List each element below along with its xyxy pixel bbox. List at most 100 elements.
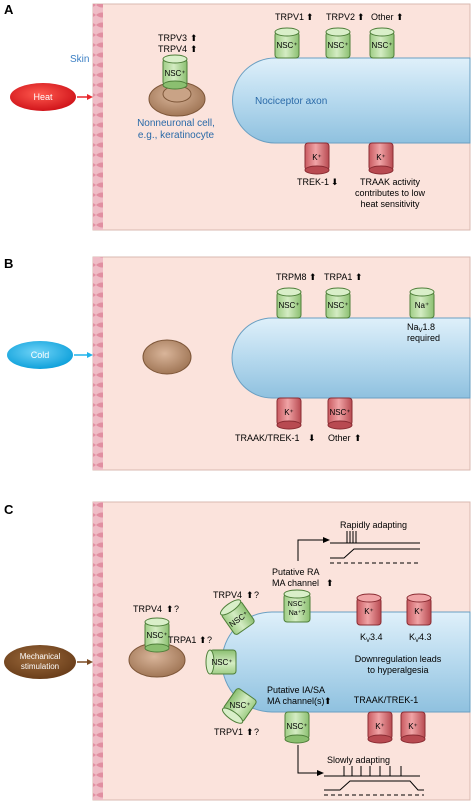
ra-label-2: MA channel [272,578,319,588]
channel-label: K⁺ [312,153,322,162]
trek1-k-channel: K⁺ [304,142,330,175]
other-cold-nsc-channel: NSC⁺ [327,397,353,430]
ia-sa-ma-channel: NSC⁺ [284,711,310,744]
traak-note-1: TRAAK activity [360,177,421,187]
question-mark: ? [254,590,259,600]
cold-arrowhead [87,352,93,358]
mechanical-label-1: Mechanical [20,652,61,661]
heat-arrowhead [87,94,93,100]
mechanical-arrowhead [87,659,93,665]
channel-label: NSC⁺ [146,631,167,640]
axon-trpv1-label: TRPV1 [214,727,243,737]
panel-a: A Skin Heat Nociceptor axon Nonneuronal … [4,2,471,231]
channel-label: K⁺ [284,408,294,417]
skin-layer [93,257,103,470]
skin-layer [93,502,103,800]
kv34-channel: K⁺ [356,593,382,626]
channel-label: NSC⁺ [288,601,307,608]
traak-note-3: heat sensitivity [360,199,420,209]
heat-label: Heat [33,92,53,102]
up-arrow-icon: ⬆ [246,590,254,600]
slow-label: Slowly adapting [327,755,390,765]
trpv3-label: TRPV3 [158,33,187,43]
up-arrow-icon: ⬆ [326,578,334,588]
panel-b: B Cold NSC⁺ TRPM8 ⬆ NSC⁺ TRPA1 ⬆ Na⁺ NaV… [4,256,471,471]
trpv4-label: TRPV4 [158,44,187,54]
nonneuronal-label-1: Nonneuronal cell, [137,118,215,129]
traak-note-2: contributes to low [355,188,426,198]
channel-label: NSC⁺ [327,41,348,50]
trpa1-channel: NSC⁺ [325,287,351,319]
ia-label-2: MA channel(s) [267,696,325,706]
channel-label: Na⁺ [415,301,429,310]
up-arrow-icon: ⬆ [190,44,198,54]
downregulation-label-1: Downregulation leads [355,654,442,664]
panel-a-letter: A [4,2,14,17]
nav18-label: NaV1.8 [407,322,435,334]
channel-label: K⁺ [414,607,424,616]
channel-label: K⁺ [408,722,418,731]
axon-trpv4-channel: NSC⁺ [219,599,255,635]
nav18-channel: Na⁺ [409,287,435,319]
trpv1-channel: NSC⁺ [274,27,300,59]
ra-ma-channel: NSC⁺ Na⁺? [283,589,311,623]
nociceptor-axon [231,317,471,399]
panel-c: C Mechanical stimulation NSC⁺ TRPV4 ⬆ ? … [4,501,471,801]
up-arrow-icon: ⬆ [396,12,404,22]
up-arrow-icon: ⬆ [309,272,317,282]
cold-stimulus-oval [7,341,73,369]
channel-label: NSC⁺ [371,41,392,50]
nociceptor-axon [232,57,471,144]
question-mark: ? [207,635,212,645]
skin-label: Skin [70,54,89,65]
cell-trpv4-channel: NSC⁺ [144,617,170,653]
axon-trpa1-label: TRPA1 [168,635,196,645]
slow-adapting-trace: Slowly adapting [297,745,424,796]
trpv2-label: TRPV2 [326,12,355,22]
trpv3-trpv4-channel: NSC⁺ [162,54,188,90]
up-arrow-icon: ⬆ [190,33,198,43]
axon-trpv4-label: TRPV4 [213,590,242,600]
skin-layer [93,4,103,230]
nonneuronal-cell [142,339,192,375]
channel-label: NSC⁺ [276,41,297,50]
cold-label: Cold [31,350,50,360]
kv43-label: KV4.3 [409,632,432,644]
trpm8-channel: NSC⁺ [276,287,302,319]
channel-label: NSC⁺ [278,301,299,310]
traak-k-channel: K⁺ [368,142,394,175]
rapid-adapting-trace: Rapidly adapting [297,520,420,564]
panel-b-letter: B [4,256,13,271]
rapid-label: Rapidly adapting [340,520,407,530]
up-arrow-icon: ⬆ [306,12,314,22]
mechanical-label-2: stimulation [21,662,59,671]
up-arrow-icon: ⬆ [354,433,362,443]
channel-label: NSC⁺ [286,722,307,731]
down-arrow-icon: ⬇ [331,177,339,187]
up-arrow-icon: ⬆ [246,727,254,737]
ra-label-1: Putative RA [272,567,320,577]
question-mark: ? [254,727,259,737]
other-label: Other [371,12,394,22]
kv34-label: KV3.4 [360,632,383,644]
channel-label: NSC⁺ [211,658,232,667]
kv43-channel: K⁺ [406,593,432,626]
trpm8-label: TRPM8 [276,272,307,282]
axon-trpv1-channel [221,688,257,724]
cell-trpv4-label: TRPV4 [133,604,162,614]
trpv1-label: TRPV1 [275,12,304,22]
other-label: Other [328,433,351,443]
up-arrow-icon: ⬆ [324,696,332,706]
heat-stimulus-oval [10,83,76,111]
traak-trek1-label: TRAAK/TREK-1 [235,433,300,443]
panel-c-letter: C [4,502,14,517]
channel-label: K⁺ [364,607,374,616]
channel-label: K⁺ [375,722,385,731]
trpa1-label: TRPA1 [324,272,352,282]
channel-label: NSC⁺ [327,301,348,310]
channel-label: NSC⁺ [164,69,185,78]
nav18-required: required [407,333,440,343]
up-arrow-icon: ⬆ [355,272,363,282]
traak-trek1-k-channel: K⁺ [276,397,302,430]
